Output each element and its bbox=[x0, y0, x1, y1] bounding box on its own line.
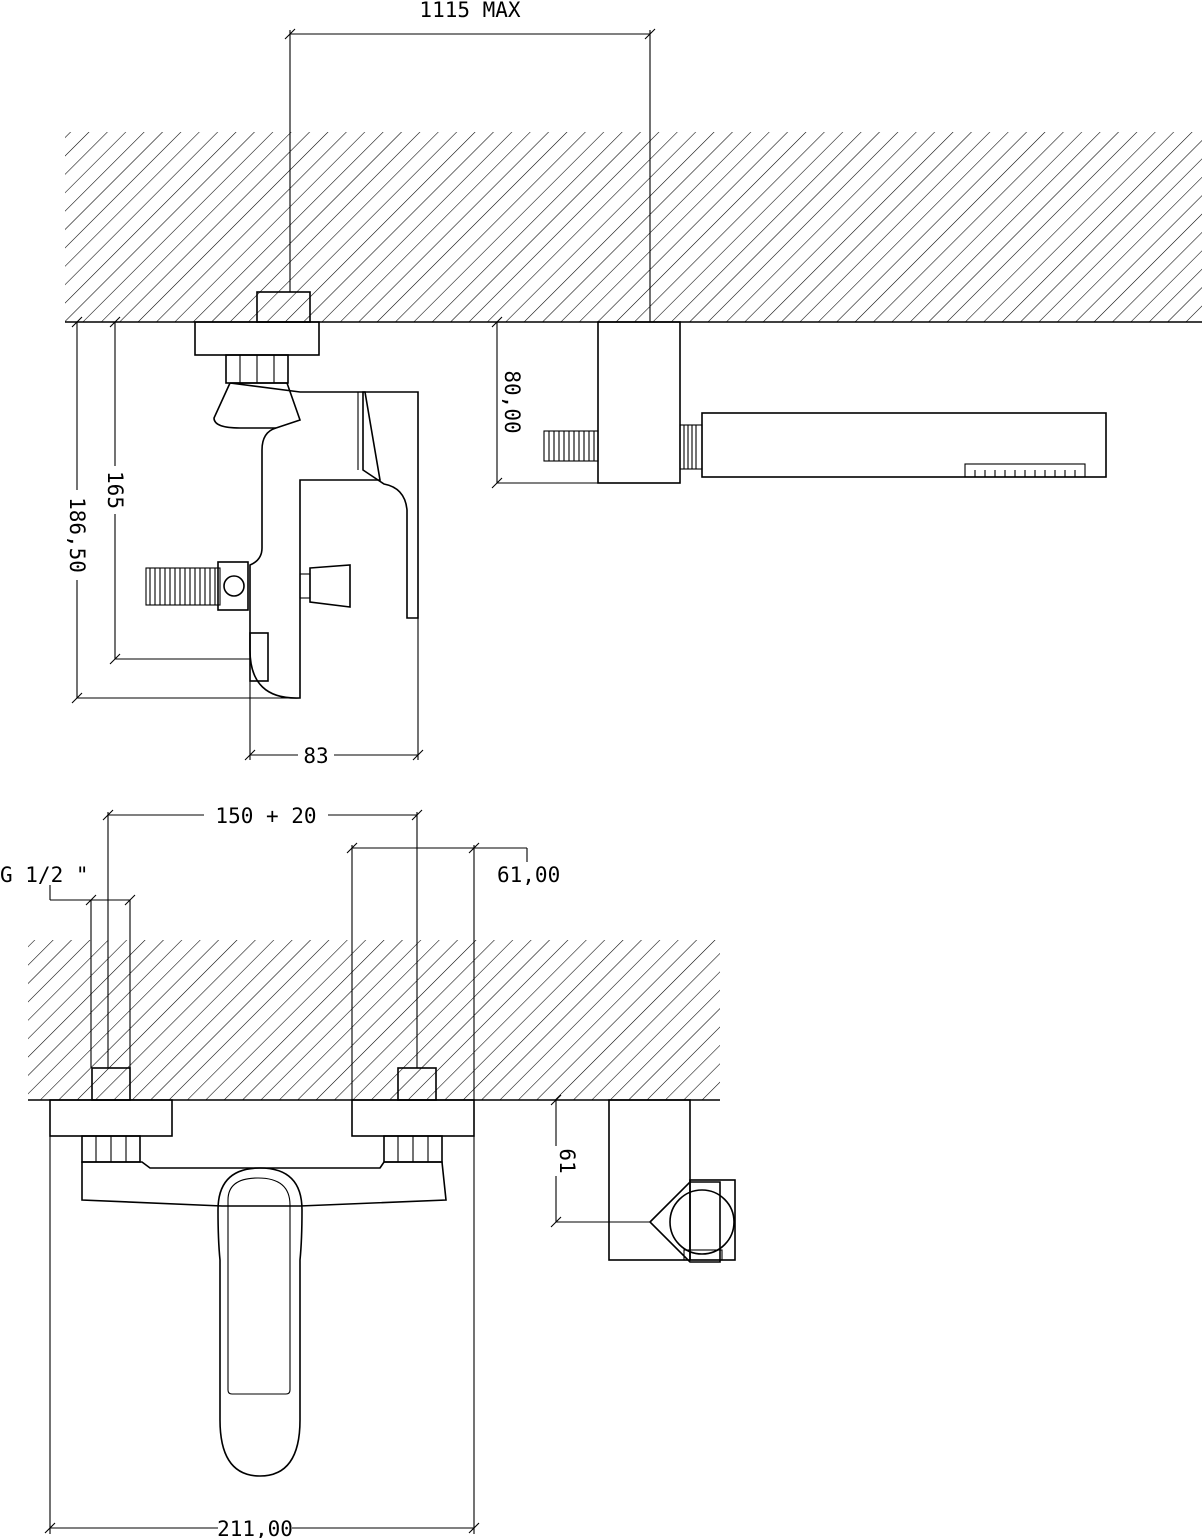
label-186-50: 186,50 bbox=[65, 497, 89, 573]
top-wall-section bbox=[65, 132, 1202, 323]
label-1115-max: 1115 MAX bbox=[419, 0, 521, 22]
bottom-wall-section bbox=[28, 940, 720, 1101]
dimension-61-00: 61,00 bbox=[346, 842, 560, 1100]
label-83: 83 bbox=[303, 744, 328, 768]
dimension-g-1-2: G 1/2 " bbox=[0, 863, 136, 1068]
dimension-165: 165 bbox=[103, 316, 250, 665]
shower-holder-front-view bbox=[608, 1099, 736, 1263]
dimension-150-20: 150 + 20 bbox=[102, 804, 423, 1068]
dimension-211-00: 211,00 bbox=[44, 1136, 480, 1538]
label-61: 61 bbox=[555, 1148, 579, 1173]
hose-coil bbox=[145, 567, 221, 606]
mixer-side-view bbox=[145, 291, 419, 699]
label-61-00: 61,00 bbox=[497, 863, 560, 887]
dimension-186-50: 186,50 bbox=[65, 316, 300, 704]
dimension-1115-max: 1115 MAX bbox=[284, 0, 656, 322]
mixer-front-view bbox=[49, 1067, 475, 1477]
label-165: 165 bbox=[103, 471, 127, 509]
dimension-80: 80,00 bbox=[491, 316, 598, 489]
shower-holder-side-view bbox=[543, 321, 1107, 484]
label-211-00: 211,00 bbox=[217, 1517, 293, 1538]
dimension-61: 61 bbox=[546, 1094, 650, 1228]
label-g-1-2: G 1/2 " bbox=[0, 863, 89, 887]
label-150-20: 150 + 20 bbox=[215, 804, 316, 828]
label-80: 80,00 bbox=[500, 370, 524, 433]
dimension-83: 83 bbox=[244, 618, 424, 768]
